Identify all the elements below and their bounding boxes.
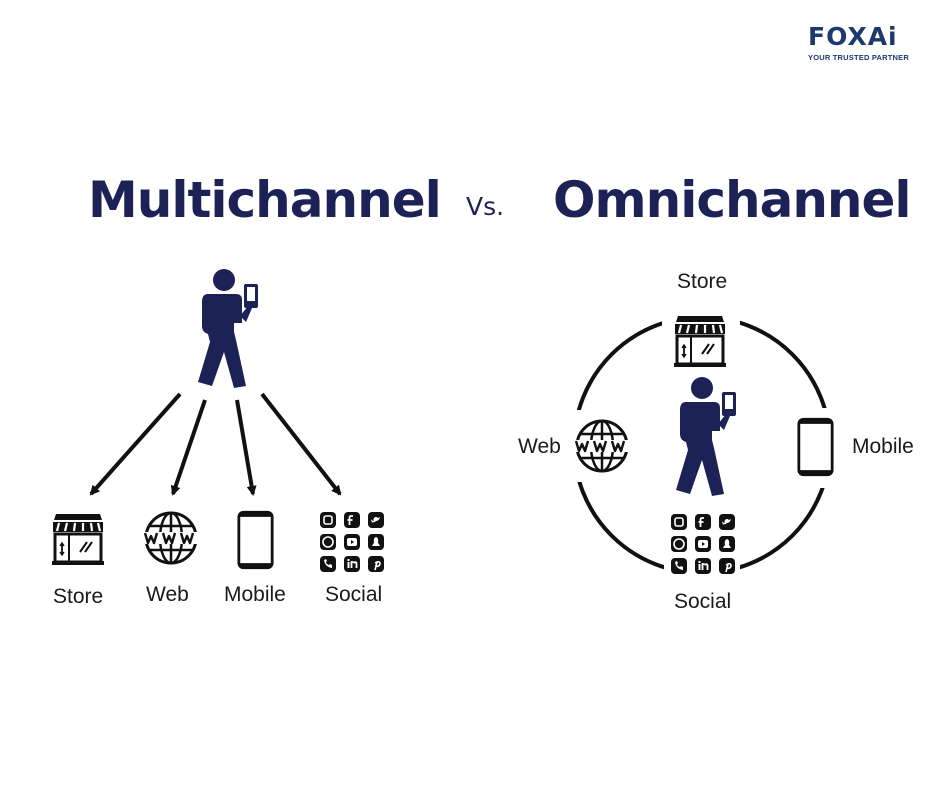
arrow-to-store: [89, 392, 182, 496]
logo-tagline: YOUR TRUSTED PARTNER: [808, 53, 909, 62]
omnichannel-globe-www-icon: [574, 418, 630, 474]
multichannel-label-social: Social: [325, 583, 383, 606]
omnichannel-label-social: Social: [674, 590, 732, 613]
omnichannel-label-mobile: Mobile: [852, 435, 914, 458]
omnichannel-store-icon: [672, 312, 728, 368]
arrow-to-web: [170, 399, 207, 496]
multichannel-label-web: Web: [146, 583, 189, 606]
multichannel-label-mobile: Mobile: [224, 583, 286, 606]
foxai-logo: FOXAi YOUR TRUSTED PARTNER: [808, 20, 918, 66]
omnichannel-customer-icon: [664, 376, 744, 501]
omnichannel-label-web: Web: [518, 435, 561, 458]
multichannel-title: Multichannel: [88, 171, 442, 229]
omnichannel-label-store: Store: [677, 270, 728, 293]
arrow-to-mobile: [235, 399, 257, 496]
omnichannel-smartphone-icon: [797, 417, 834, 477]
logo-wordmark: FOXAi: [808, 22, 898, 51]
versus-label: Vs.: [466, 192, 505, 221]
arrow-to-social: [260, 392, 342, 496]
omnichannel-title: Omnichannel: [553, 171, 912, 229]
multichannel-label-store: Store: [53, 585, 104, 608]
omnichannel-social-media-grid-icon: [671, 514, 735, 574]
